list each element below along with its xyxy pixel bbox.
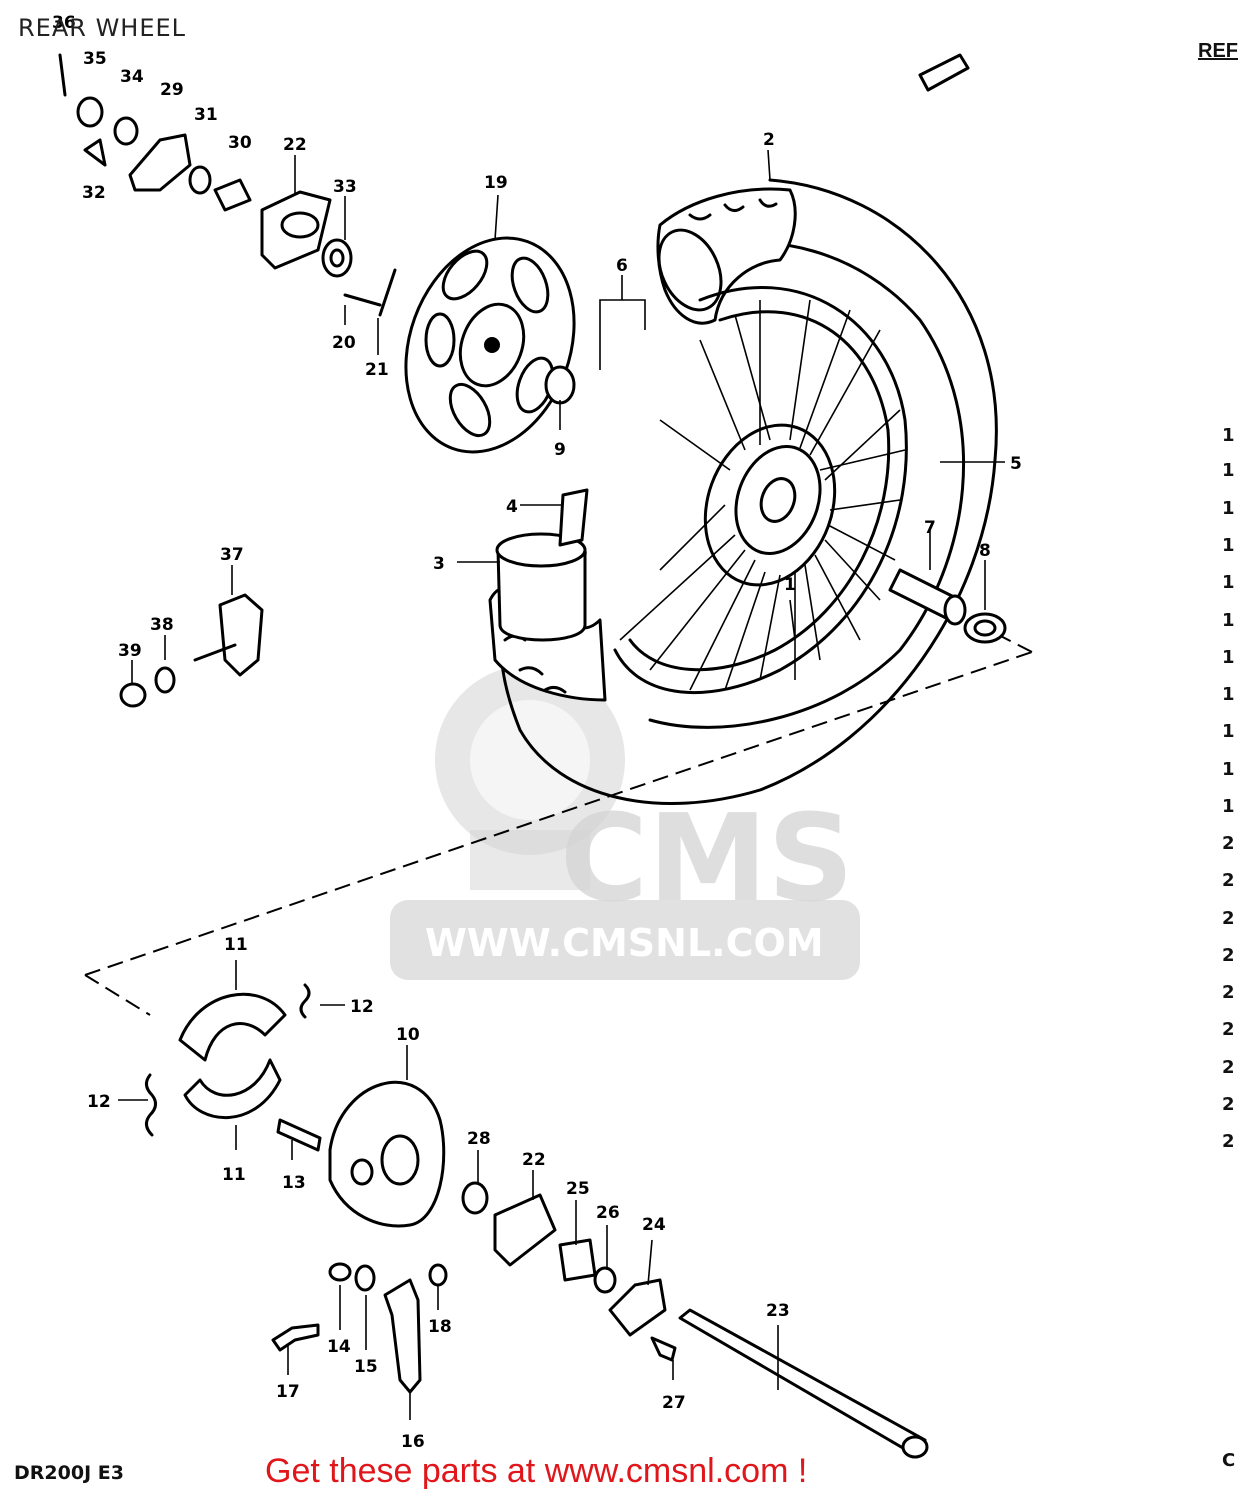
callout: 8 (979, 541, 991, 561)
callout: 27 (662, 1393, 686, 1413)
right-index-entry: 1 (1222, 610, 1235, 631)
right-index-entry: 2 (1222, 908, 1235, 929)
callout: 20 (332, 333, 356, 353)
callout: 22 (522, 1150, 546, 1170)
stamp-mark (918, 53, 970, 92)
callout: 12 (87, 1092, 111, 1112)
callout: 14 (327, 1337, 351, 1357)
right-index-entry: 2 (1222, 945, 1235, 966)
callout: 7 (924, 518, 936, 538)
right-index-entry: 1 (1222, 535, 1235, 556)
callout: 30 (228, 133, 252, 153)
right-index-entry: 2 (1222, 1057, 1235, 1078)
right-index-entry: 2 (1222, 982, 1235, 1003)
part-spacer-collar (888, 568, 1007, 644)
corner-letter: C (1222, 1450, 1236, 1471)
right-index-entry: 1 (1222, 647, 1235, 668)
callout: 9 (554, 440, 566, 460)
right-index-entry: 2 (1222, 1131, 1235, 1152)
callout: 17 (276, 1382, 300, 1402)
part-chain-adjuster (119, 593, 264, 708)
callout: 11 (224, 935, 248, 955)
callout: 35 (83, 49, 107, 69)
footer-cta-link[interactable]: Get these parts at www.cmsnl.com ! (265, 1452, 808, 1490)
callout: 5 (1010, 454, 1022, 474)
callout-labels: 1 2 3 4 5 6 7 8 9 10 11 11 12 12 13 14 1… (52, 13, 1022, 1452)
callout: 26 (596, 1203, 620, 1223)
rear-wheel-assembly (488, 178, 998, 805)
callout: 37 (220, 545, 244, 565)
right-index-entry: 2 (1222, 1094, 1235, 1115)
page-title: REAR WHEEL (18, 14, 187, 42)
callout: 18 (428, 1317, 452, 1337)
right-index-entry: 1 (1222, 460, 1235, 481)
callout: 12 (350, 997, 374, 1017)
callout: 15 (354, 1357, 378, 1377)
callout: 19 (484, 173, 508, 193)
part-rear-sprocket (404, 236, 576, 454)
right-index-entry: 1 (1222, 796, 1235, 817)
callout: 6 (616, 256, 628, 276)
callout: 2 (763, 130, 775, 150)
leader-lines (118, 149, 1005, 1420)
callout: 3 (433, 554, 445, 574)
group-separator-lines (84, 627, 1033, 1016)
callout: 32 (82, 183, 106, 203)
ref-label: REF (1198, 40, 1238, 62)
part-tube-rimband (495, 488, 589, 642)
cmsnl-watermark: CMS WWW.CMSNL.COM (390, 665, 860, 980)
callout: 16 (401, 1432, 425, 1452)
callout: 13 (282, 1173, 306, 1193)
right-index-entry: 2 (1222, 870, 1235, 891)
callout: 21 (365, 360, 389, 380)
watermark-url-text: WWW.CMSNL.COM (425, 921, 824, 965)
callout: 25 (566, 1179, 590, 1199)
callout: 39 (118, 641, 142, 661)
brake-assembly (145, 983, 929, 1459)
callout: 4 (506, 497, 518, 517)
callout: 23 (766, 1301, 790, 1321)
right-index-entry: 2 (1222, 833, 1235, 854)
right-index-entry: 2 (1222, 1019, 1235, 1040)
callout: 33 (333, 177, 357, 197)
callout: 10 (396, 1025, 420, 1045)
callout: 38 (150, 615, 174, 635)
callout: 29 (160, 80, 184, 100)
upper-small-parts (58, 53, 397, 317)
callout: 11 (222, 1165, 246, 1185)
callout: 28 (467, 1129, 491, 1149)
right-index-entry: 1 (1222, 684, 1235, 705)
model-code: DR200J E3 (14, 1462, 124, 1484)
right-index-entry: 1 (1222, 498, 1235, 519)
callout: 31 (194, 105, 218, 125)
callout: 36 (52, 13, 76, 33)
callout: 34 (120, 67, 144, 87)
callout: 22 (283, 135, 307, 155)
right-index-entry: 1 (1222, 425, 1235, 446)
right-index-entry: 1 (1222, 572, 1235, 593)
callout: 1 (784, 575, 796, 595)
right-index-entry: 1 (1222, 721, 1235, 742)
right-index-entry: 1 (1222, 759, 1235, 780)
callout: 24 (642, 1215, 666, 1235)
